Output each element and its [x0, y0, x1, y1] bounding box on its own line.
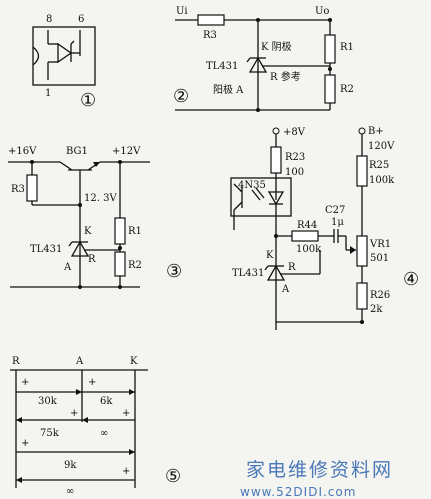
fig4-a-label: A — [281, 284, 290, 295]
fig1-notch — [32, 46, 40, 66]
fig2-tl431-label: TL431 — [206, 61, 238, 72]
fig2-cathode-label: K 阴极 — [261, 40, 292, 53]
fig1-package-outline — [32, 26, 96, 86]
fig4-resistor-r25 — [356, 155, 368, 187]
fig4-r44-label: R44 — [297, 220, 317, 231]
fig4-feedback-circuit: +8V B+ R23 100 120V R25 100k 4N35 C27 1μ… — [230, 126, 419, 330]
fig4-opto-label: 4N35 — [238, 180, 266, 191]
fig2-number: ② — [173, 86, 189, 107]
fig4-r26-value: 2k — [370, 304, 383, 315]
fig3-v16-label: +16V — [8, 146, 37, 157]
fig4-tl431-icon — [264, 250, 321, 281]
fig4-capacitor-c27-icon — [326, 229, 346, 243]
fig2-uo-label: Uo — [315, 6, 329, 17]
fig4-vr1-label: VR1 — [369, 239, 391, 250]
fig3-k-label: K — [84, 226, 92, 237]
fig2-r1-label: R1 — [340, 42, 354, 53]
fig4-c27-label: C27 — [325, 205, 345, 216]
fig1-pin8-label: 8 — [46, 14, 52, 25]
fig4-bplus-label: B+ — [368, 126, 384, 137]
fig4-v120-label: 120V — [368, 141, 395, 152]
fig4-c27-value: 1μ — [331, 217, 344, 228]
fig4-v8-terminal — [272, 127, 280, 135]
fig5-plus-3: + — [70, 408, 78, 419]
fig4-vr1-value: 501 — [370, 253, 389, 264]
fig5-plus-6: + — [122, 466, 130, 477]
fig5-value-inf-2: ∞ — [66, 486, 74, 497]
fig1-pin1-label: 1 — [45, 88, 51, 99]
fig5-value-inf-1: ∞ — [100, 428, 108, 439]
fig4-v8-label: +8V — [283, 127, 306, 138]
fig5-header-r: R — [12, 356, 20, 367]
fig5-value-75k: 75k — [40, 428, 60, 439]
fig5-plus-4: + — [122, 408, 130, 419]
fig2-basic-circuit: Ui Uo R3 R1 R2 K 阴极 TL431 R 参考 阳极 A ② — [173, 6, 354, 112]
fig3-transistor-bg1-icon — [59, 161, 101, 205]
fig4-resistor-r26 — [356, 282, 368, 310]
fig5-value-9k: 9k — [64, 460, 77, 471]
fig3-number: ③ — [166, 261, 182, 282]
fig5-header-k: K — [130, 356, 138, 367]
fig3-v123-label: 12. 3V — [84, 193, 117, 204]
watermark-url: www.52DIDI.com — [240, 485, 356, 499]
fig5-number: ⑤ — [165, 466, 181, 487]
fig1-zener-icon — [57, 40, 80, 64]
fig3-r2-label: R2 — [128, 260, 142, 271]
fig4-r26-label: R26 — [370, 290, 390, 301]
fig4-r25-value: 100k — [369, 175, 395, 186]
fig2-resistor-r3 — [197, 14, 225, 26]
fig3-regulator-circuit: +16V BG1 +12V R3 12. 3V K R1 TL431 R A R… — [8, 146, 182, 289]
fig2-r3-label: R3 — [203, 30, 217, 41]
fig3-a-label: A — [63, 262, 72, 273]
fig3-tl431-label: TL431 — [30, 244, 62, 255]
fig4-r44-value: 100k — [296, 244, 322, 255]
fig3-r3-label: R3 — [11, 184, 25, 195]
fig2-ui-label: Ui — [176, 6, 188, 17]
fig3-tl431-icon — [68, 240, 120, 257]
fig2-ref-label: R 参考 — [270, 70, 301, 83]
fig4-optocoupler-box — [230, 177, 292, 217]
watermark: 家电维修资料网 www.52DIDI.com — [240, 459, 393, 499]
fig3-v12-label: +12V — [112, 146, 141, 157]
fig5-plus-5: + — [21, 438, 29, 449]
fig5-value-30k: 30k — [38, 396, 58, 407]
fig1-package-diagram: 8 6 1 ① — [32, 14, 96, 111]
fig2-resistor-r2 — [324, 74, 336, 104]
fig4-bplus-terminal — [358, 127, 366, 135]
fig4-resistor-r44 — [291, 230, 319, 242]
fig5-header-a: A — [75, 356, 84, 367]
fig2-resistor-r1 — [324, 34, 336, 64]
fig3-resistor-r2 — [114, 251, 126, 277]
fig5-value-6k: 6k — [100, 396, 113, 407]
fig4-r-label: R — [288, 262, 296, 273]
fig2-tl431-icon — [246, 56, 330, 73]
fig1-number: ① — [80, 90, 96, 111]
fig3-bg1-label: BG1 — [66, 146, 88, 157]
fig4-optocoupler-icon — [233, 183, 285, 211]
fig4-potentiometer-vr1 — [356, 235, 368, 267]
fig5-plus-2: + — [88, 377, 96, 388]
fig3-resistor-r1 — [114, 217, 126, 245]
fig3-r-label: R — [88, 254, 96, 265]
fig1-pin6-label: 6 — [78, 14, 84, 25]
fig4-r23-label: R23 — [285, 152, 305, 163]
fig2-anode-label: 阳极 A — [213, 83, 244, 96]
watermark-title: 家电维修资料网 — [246, 459, 393, 481]
fig5-resistance-table: R A K + + 30k 6k + + 75k ∞ + 9k + ∞ ⑤ — [10, 356, 181, 497]
fig3-r1-label: R1 — [128, 226, 142, 237]
fig2-r2-label: R2 — [340, 84, 354, 95]
fig3-resistor-r3 — [26, 174, 38, 202]
fig4-k-label: K — [266, 250, 274, 261]
fig4-tl431-label: TL431 — [232, 268, 264, 279]
fig5-plus-1: + — [21, 377, 29, 388]
fig4-resistor-r23 — [270, 146, 282, 174]
fig4-r25-label: R25 — [369, 160, 389, 171]
fig4-number: ④ — [403, 269, 419, 290]
fig4-r23-value: 100 — [285, 167, 304, 178]
